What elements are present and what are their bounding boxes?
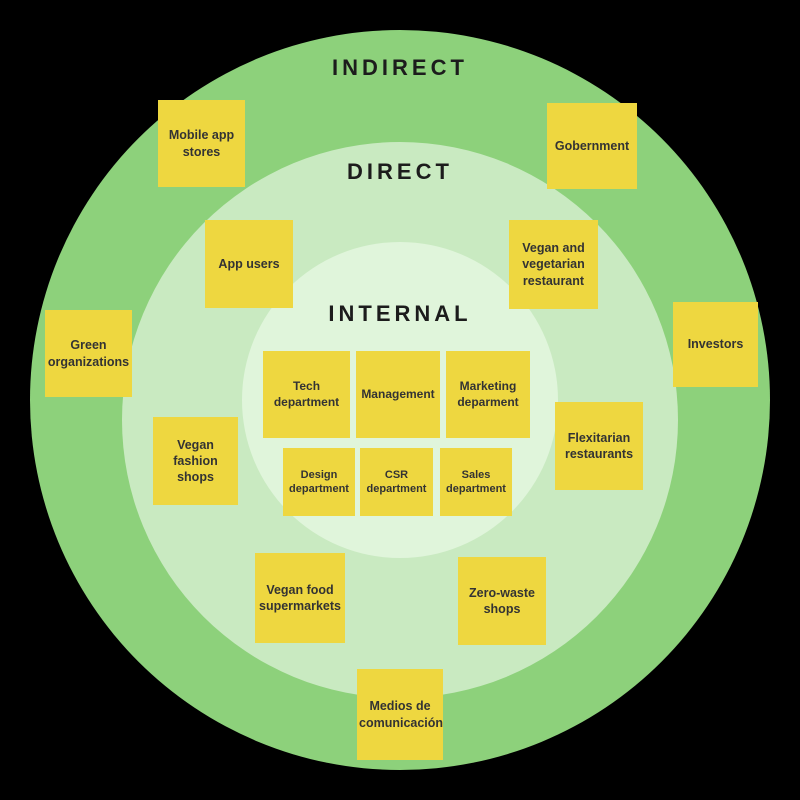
sticky-note-gobernment[interactable]: Gobernment — [547, 103, 637, 189]
note-label: Investors — [687, 337, 744, 352]
note-label: Green organizations — [47, 338, 130, 369]
sticky-note-management[interactable]: Management — [356, 351, 440, 438]
note-label: CSR department — [366, 468, 427, 495]
note-label: Vegan fashion shops — [173, 437, 218, 485]
sticky-note-green-organizations[interactable]: Green organizations — [45, 310, 132, 397]
note-label: Gobernment — [554, 138, 630, 153]
note-label: App users — [218, 256, 280, 271]
sticky-note-medios-de-comunicacion[interactable]: Medios de comunicación — [357, 669, 443, 760]
sticky-note-vegan-vegetarian-restaurant[interactable]: Vegan and vegetarian restaurant — [509, 220, 598, 309]
note-label: Management — [361, 386, 435, 401]
sticky-note-app-users[interactable]: App users — [205, 220, 293, 308]
sticky-note-vegan-food-supermarkets[interactable]: Vegan food supermarkets — [255, 553, 345, 643]
note-label: Marketing deparment — [457, 378, 519, 409]
zone-label-direct: DIRECT — [347, 159, 453, 184]
sticky-note-investors[interactable]: Investors — [673, 302, 758, 387]
note-label: Vegan food supermarkets — [259, 582, 341, 613]
sticky-note-tech-department[interactable]: Tech department — [263, 351, 350, 438]
sticky-note-flexitarian-restaurants[interactable]: Flexitarian restaurants — [555, 402, 643, 490]
zone-label-indirect: INDIRECT — [332, 55, 468, 80]
zone-label-internal: INTERNAL — [328, 301, 472, 326]
note-label: Flexitarian restaurants — [564, 430, 634, 461]
note-label: Tech department — [273, 378, 340, 409]
sticky-note-marketing-deparment[interactable]: Marketing deparment — [446, 351, 530, 438]
sticky-note-csr-department[interactable]: CSR department — [360, 448, 433, 516]
note-label: Vegan and vegetarian restaurant — [522, 241, 585, 288]
sticky-note-sales-department[interactable]: Sales department — [440, 448, 512, 516]
sticky-note-mobile-app-stores[interactable]: Mobile app stores — [158, 100, 245, 187]
note-label: Mobile app stores — [168, 128, 235, 159]
note-label: Design department — [289, 468, 349, 495]
note-label: Zero-waste shops — [469, 585, 535, 616]
note-label: Sales department — [446, 468, 506, 495]
sticky-note-vegan-fashion-shops[interactable]: Vegan fashion shops — [153, 417, 238, 505]
note-label: Medios de comunicación — [359, 699, 444, 730]
sticky-note-design-department[interactable]: Design department — [283, 448, 355, 516]
sticky-note-zero-waste-shops[interactable]: Zero-waste shops — [458, 557, 546, 645]
